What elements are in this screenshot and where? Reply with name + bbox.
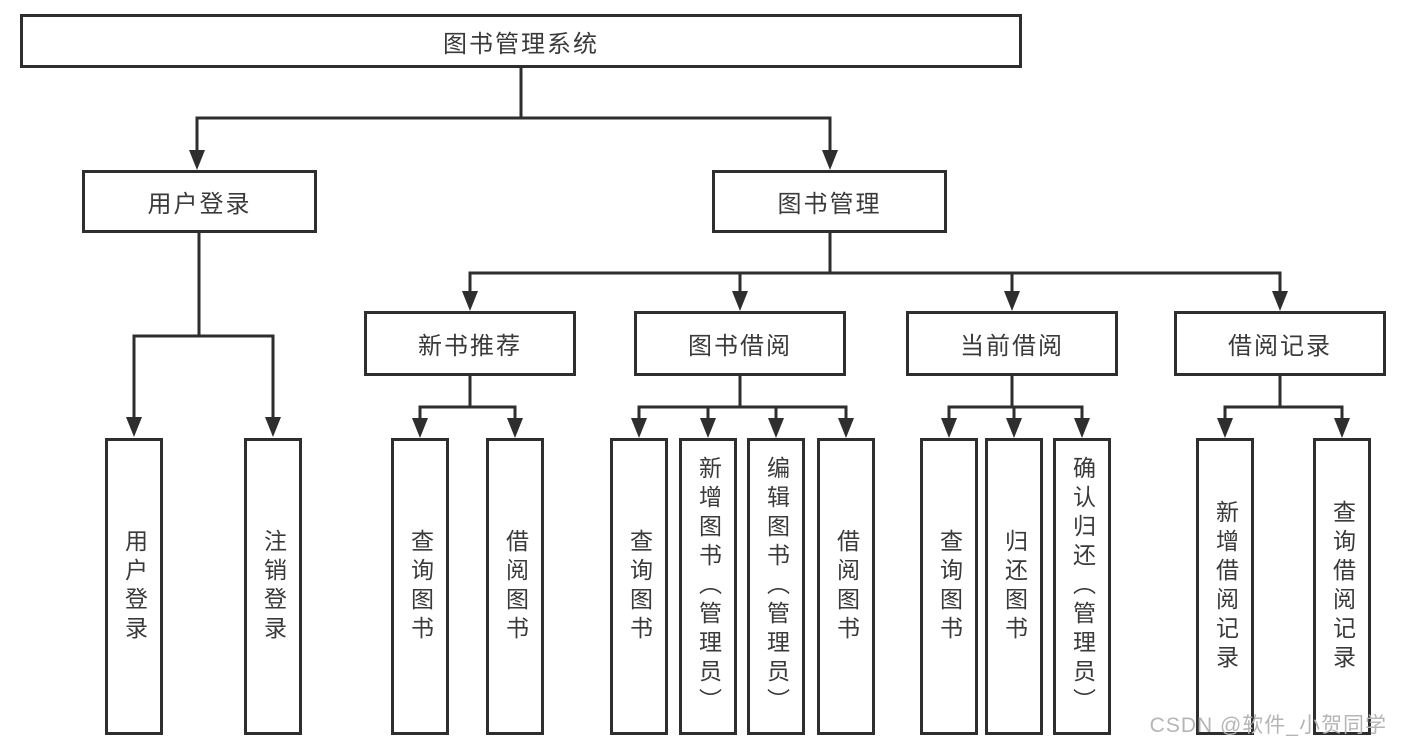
connector-current-children [941,373,1090,438]
leaf-label: 查询借阅记录 [1329,499,1356,674]
leaf-label: 新增图书（管理员） [695,456,722,717]
leaf-query-books-2: 查询图书 [610,438,668,735]
leaf-label: 借阅图书 [502,528,529,645]
leaf-label: 用户登录 [121,528,148,645]
node-label: 用户登录 [147,191,252,218]
connector-borrow-children [631,373,854,438]
node-current-borrowing: 当前借阅 [906,311,1118,376]
leaf-query-borrow-record: 查询借阅记录 [1313,438,1371,735]
leaf-label: 查询图书 [626,528,653,645]
node-borrow-records: 借阅记录 [1174,311,1386,376]
leaf-label: 借阅图书 [833,528,860,645]
node-label: 新书推荐 [418,333,522,360]
leaf-label: 编辑图书（管理员） [763,456,790,717]
node-label: 图书借阅 [688,333,792,360]
leaf-add-books-admin: 新增图书（管理员） [679,438,737,735]
leaf-add-borrow-record: 新增借阅记录 [1196,438,1254,735]
node-label: 图书管理系统 [443,30,599,58]
node-user-login: 用户登录 [82,170,317,233]
leaf-user-login: 用户登录 [105,438,163,735]
connector-book-mgmt-children [462,230,1288,311]
leaf-label: 新增借阅记录 [1212,499,1239,674]
node-book-borrowing: 图书借阅 [634,311,846,376]
node-label: 图书管理 [777,191,882,218]
connector-user-login-children [126,230,281,437]
node-label: 借阅记录 [1228,333,1332,360]
leaf-confirm-return-admin: 确认归还（管理员） [1053,438,1111,735]
leaf-label: 确认归还（管理员） [1069,456,1096,717]
leaf-borrow-books-2: 借阅图书 [817,438,875,735]
leaf-label: 查询图书 [936,528,963,645]
node-book-management: 图书管理 [712,170,947,233]
csdn-watermark: CSDN @软件_小贺同学 [1149,714,1387,737]
leaf-edit-books-admin: 编辑图书（管理员） [747,438,805,735]
leaf-label: 查询图书 [407,528,434,645]
node-label: 当前借阅 [960,333,1064,360]
leaf-return-books: 归还图书 [985,438,1043,735]
connector-root-to-level1 [189,65,838,170]
leaf-label: 注销登录 [260,528,287,645]
leaf-borrow-books-1: 借阅图书 [486,438,544,735]
leaf-query-books-1: 查询图书 [391,438,449,735]
connector-records-children [1217,373,1350,438]
leaf-query-books-3: 查询图书 [920,438,978,735]
connector-newbook-children [412,373,523,438]
leaf-logout: 注销登录 [244,438,302,735]
node-new-book-recommend: 新书推荐 [364,311,576,376]
node-root-library-system: 图书管理系统 [20,14,1022,68]
leaf-label: 归还图书 [1001,528,1028,645]
